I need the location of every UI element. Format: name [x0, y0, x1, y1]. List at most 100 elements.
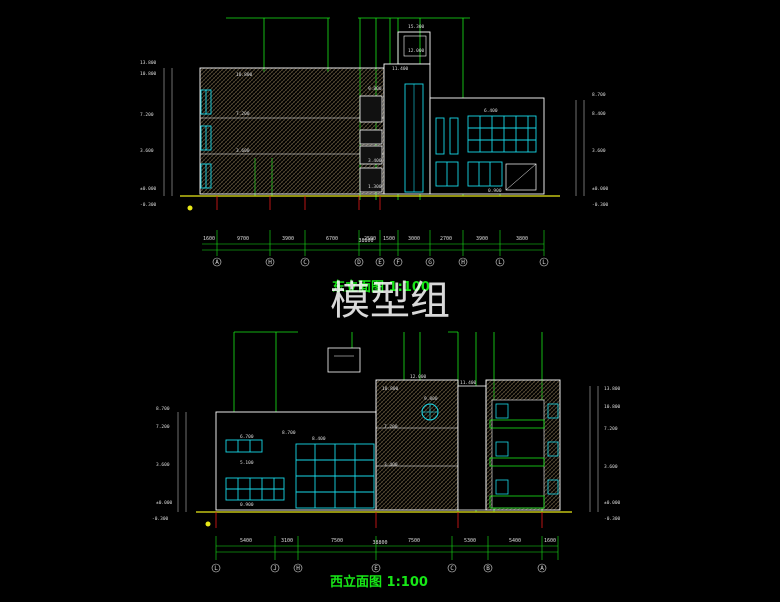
east-right-windows [435, 115, 537, 187]
annotation-label: 3.600 [592, 148, 606, 154]
annotation-label: H [268, 259, 272, 266]
east-axis-bubbles [212, 257, 549, 267]
annotation-label: 8.700 [592, 92, 606, 98]
west-dim-chain [215, 536, 559, 560]
annotation-label: 7500 [408, 538, 420, 544]
annotation-label: A [215, 259, 219, 266]
annotation-label: B [486, 565, 490, 572]
annotation-label: 8.400 [592, 111, 606, 117]
east-level-tags: 15.300 12.000 11.400 10.800 9.800 7.200 … [236, 24, 502, 194]
annotation-label: J [273, 565, 277, 572]
west-hatched-block [375, 379, 459, 511]
annotation-label: 8.400 [312, 436, 326, 442]
annotation-label: 6.700 [240, 434, 254, 440]
annotation-label: 3.400 [368, 158, 382, 164]
east-dim-chain [202, 230, 545, 256]
annotation-label: C [450, 565, 454, 572]
annotation-label: -0.300 [140, 202, 157, 208]
annotation-label: L [214, 565, 218, 572]
west-level-ticks [177, 386, 599, 512]
annotation-label: 2700 [440, 236, 452, 242]
annotation-label: 3.600 [604, 464, 618, 470]
east-stair-tower [383, 63, 431, 195]
annotation-label: 1500 [383, 236, 395, 242]
east-total-dim: 38800 [358, 238, 373, 244]
annotation-label: 11.400 [460, 380, 477, 386]
annotation-label: 2500 [364, 236, 376, 242]
annotation-label: ±0.000 [156, 500, 173, 506]
watermark-text: 模型组 [330, 278, 450, 324]
east-right-levels: 8.700 8.400 3.600 ±0.000 -0.300 [592, 92, 609, 208]
east-roof-frame [397, 31, 431, 65]
annotation-label: E [374, 565, 378, 572]
annotation-label: 5400 [240, 538, 252, 544]
west-axis-lines [215, 512, 543, 528]
east-right-block [429, 97, 545, 195]
west-total-dim: 38800 [372, 540, 387, 546]
annotation-label: 3800 [516, 236, 528, 242]
west-axis-labels: L J H E C B A [214, 565, 544, 572]
annotation-label: F [396, 259, 400, 266]
annotation-label: C [303, 259, 307, 266]
annotation-label: A [540, 565, 544, 572]
annotation-label: 7.200 [140, 112, 154, 118]
east-left-windows [200, 89, 212, 189]
annotation-label: -0.300 [592, 202, 609, 208]
annotation-label: 8.700 [282, 430, 296, 436]
annotation-label: 3900 [282, 236, 294, 242]
annotation-label: 0.900 [240, 502, 254, 508]
annotation-label: -0.300 [604, 516, 621, 522]
east-level-ticks [163, 68, 585, 196]
east-left-levels: 13.800 10.800 7.200 3.600 ±0.000 -0.300 [140, 60, 157, 208]
annotation-label: D [357, 259, 361, 266]
annotation-label: H [296, 565, 300, 572]
west-left-levels: 8.700 7.200 3.600 ±0.000 -0.300 [152, 406, 173, 522]
annotation-label: 6.400 [484, 108, 498, 114]
annotation-label: 10.800 [236, 72, 253, 78]
annotation-label: 3.600 [140, 148, 154, 154]
east-ground-marker [187, 205, 193, 211]
annotation-label: 7.200 [236, 111, 250, 117]
annotation-label: 10.800 [382, 386, 399, 392]
west-left-windows [225, 439, 375, 509]
annotation-label: 13.800 [140, 60, 157, 66]
east-main-block [199, 67, 385, 195]
west-ground-marker [205, 521, 211, 527]
annotation-label: E [378, 259, 382, 266]
west-railings [489, 419, 545, 509]
annotation-label: 6700 [326, 236, 338, 242]
annotation-label: 13.800 [604, 386, 621, 392]
annotation-label: 9.800 [424, 396, 438, 402]
west-level-tags: 12.000 11.400 10.800 9.800 8.700 8.400 7… [240, 374, 477, 508]
annotation-label: 3.600 [236, 148, 250, 154]
west-elevation [177, 331, 599, 573]
annotation-label: 3.600 [156, 462, 170, 468]
annotation-label: 3000 [408, 236, 420, 242]
west-right-levels: 13.800 10.800 7.200 3.600 ±0.000 -0.300 [604, 386, 621, 522]
annotation-label: L [498, 259, 502, 266]
west-title: 西立面图 1:100 [330, 574, 428, 590]
annotation-label: ±0.000 [592, 186, 609, 192]
annotation-label: 11.400 [392, 66, 409, 72]
annotation-label: 7.200 [384, 424, 398, 430]
west-roof-frame [327, 347, 361, 373]
east-axis-lines [216, 196, 381, 210]
annotation-label: 1.300 [368, 184, 382, 190]
annotation-label: ±0.000 [604, 500, 621, 506]
annotation-label: 12.000 [408, 48, 425, 54]
annotation-label: 1600 [544, 538, 556, 544]
annotation-label: 15.300 [408, 24, 425, 30]
annotation-label: 3.400 [384, 462, 398, 468]
annotation-label: L [542, 259, 546, 266]
west-right-windows [495, 403, 559, 495]
annotation-label: 7.200 [604, 426, 618, 432]
annotation-label: G [428, 259, 432, 266]
annotation-label: 1600 [203, 236, 215, 242]
annotation-label: 9700 [237, 236, 249, 242]
east-axis-labels: A H C D E F G H L L [215, 259, 546, 266]
text-layer: 东立面图 1:100 38800 1600 9700 3900 6700 250… [140, 24, 621, 590]
east-segment-dims: 1600 9700 3900 6700 2500 1500 3000 2700 … [203, 236, 528, 242]
annotation-label: 8.700 [156, 406, 170, 412]
annotation-label: 7500 [331, 538, 343, 544]
